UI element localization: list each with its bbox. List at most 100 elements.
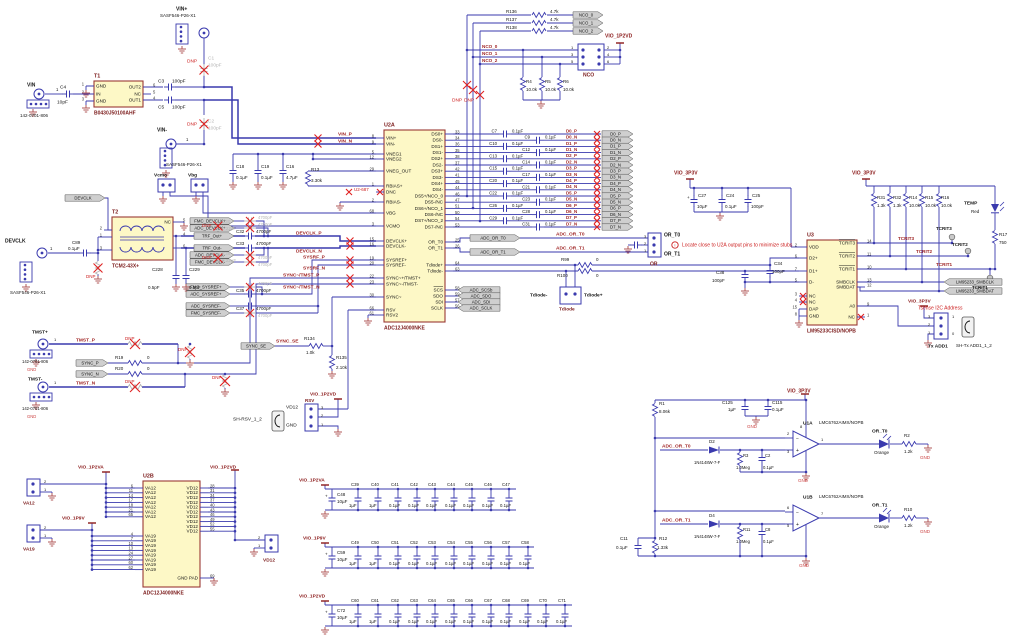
label: 10µF [337,499,348,504]
label: DS4- [433,187,444,192]
resistor-icon [935,193,943,207]
header-pin [44,102,48,106]
dnp-x-icon [799,298,807,306]
junction-dot [563,603,567,607]
connector-pin [581,62,585,66]
label: R20 [115,366,124,371]
dnp-x-icon [129,381,141,393]
header-pin [29,102,33,106]
junction-dot [396,508,400,512]
label: OR_T1 [428,245,443,250]
label: 0.1µF [772,407,784,412]
label: C229 [189,267,200,272]
wire [255,220,265,236]
label: D4_N [566,184,577,189]
dnp-x-icon [799,292,807,300]
dnp-x-icon [593,149,601,156]
label: VIN+ [386,135,397,140]
junction-dot [804,398,808,402]
resistor-icon [577,261,593,269]
label: 1µF [369,561,377,566]
netflag-TRF_Out- [193,244,235,252]
label: ADC12J4000NKE [143,590,185,596]
connector-pin [597,62,601,66]
label: SASF546-P26-X1 [166,162,202,167]
netflag-NCO_0 [572,11,604,19]
dnp-x-icon [593,205,601,212]
label: 52 [210,522,215,527]
label: VA19 [145,567,156,572]
junction-dot [618,55,622,59]
junction-dot [233,529,237,533]
netflag-SYNC_P [75,359,109,367]
label: DEVCLK [74,195,91,200]
label: TCRIT3 [898,236,915,241]
dnp-x-icon [593,198,601,206]
wire [255,259,340,295]
label: GND PAD [177,575,198,580]
label: SDI [435,299,443,304]
label: C46 [484,482,492,487]
label: 142-0701-806 [22,406,49,411]
junction-dot [396,487,400,491]
junction-dot [544,624,548,628]
label: VA12 [145,495,156,500]
label: D2_N [566,159,577,164]
label: 0.1µF [408,619,419,624]
label: 37 [455,160,460,165]
note-icon [671,241,679,249]
label: 1 [44,487,47,492]
label: 1 [56,87,59,92]
label: 64 [455,260,460,265]
junction-dot [104,486,108,490]
resistor-icon [531,27,547,35]
label: 13 [128,546,133,551]
label: 47 [455,197,460,202]
label: SCS [434,287,443,292]
label: 2 [258,535,261,540]
label: R15 [925,195,934,200]
label: 4700pF [258,313,273,318]
resistor-icon [991,230,999,244]
label: VIO_3P3V [908,298,931,304]
label: VBG [386,210,396,215]
junction-dot [356,566,360,570]
label: SCLK [431,305,444,310]
label: C62 [391,598,399,603]
sma-connector-icon [198,27,210,39]
dnp-x-icon [245,250,255,260]
label: − [796,436,799,442]
label: 4.7k [550,25,559,30]
header-pin [37,352,41,356]
label: C7 [492,129,498,134]
junction-dot [526,603,530,607]
label: C50 [371,540,379,545]
label: 0.1µF [463,503,474,508]
label: 100pF [751,204,764,209]
connector-pin [309,407,313,411]
label: 10.0k [526,87,538,92]
label: 1 [644,248,647,253]
label: VD12 [187,505,199,510]
label: Vcmo [154,172,167,178]
label: GND [920,529,931,534]
label: 0.5pF [148,285,160,290]
dnp-x-icon [475,90,485,100]
junction-dot [233,491,237,495]
label: VA19 [145,543,156,548]
label: D1_P [566,141,577,146]
label: 1µF [349,561,357,566]
label: 3 [571,52,574,57]
label: R138 [506,25,517,30]
label: R100 [557,273,568,278]
junction-dot [90,539,94,543]
header-pin [32,395,36,399]
dnp-x-icon [593,161,601,169]
sma-connector-icon [41,342,45,346]
junction-dot [233,515,237,519]
label: 33 [455,129,460,134]
wire [255,227,269,236]
label: 49 [210,517,215,522]
label: R10 [904,507,913,512]
label: GND [27,414,36,419]
